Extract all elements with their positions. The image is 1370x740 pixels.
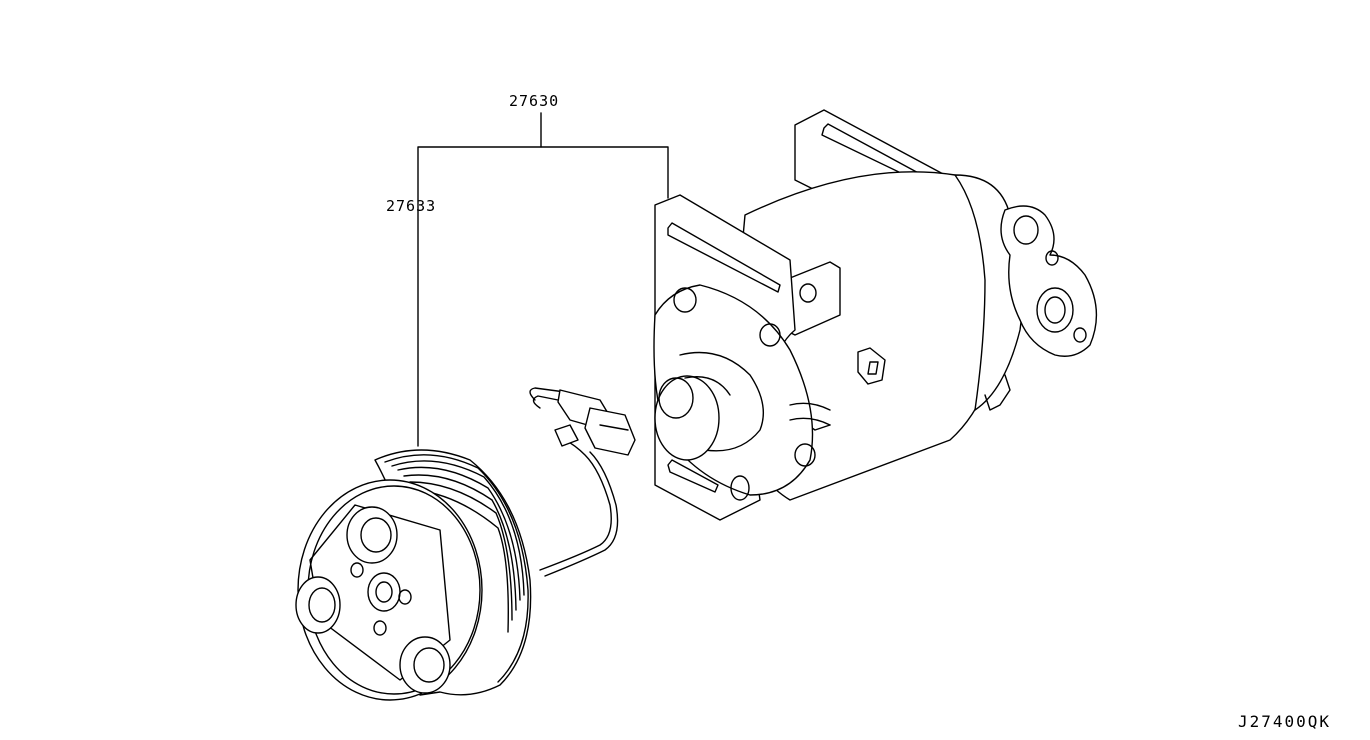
flange-rib-1 bbox=[790, 403, 830, 410]
center-hub-bore bbox=[376, 582, 392, 602]
harness-wire-inner bbox=[545, 452, 618, 576]
port-bolt-hole-2 bbox=[1074, 328, 1086, 342]
leader-bracket bbox=[418, 147, 668, 446]
pulley-groove-3 bbox=[398, 467, 520, 600]
front-bolt-bottom bbox=[731, 476, 749, 500]
relief-valve bbox=[985, 375, 1010, 410]
damper-left bbox=[296, 577, 340, 633]
front-bolt-right bbox=[760, 324, 780, 346]
part-number-clutch: 27633 bbox=[386, 197, 437, 215]
pulley-groove-5 bbox=[410, 482, 512, 620]
part-number-assembly: 27630 bbox=[509, 92, 560, 110]
port-fitting-lower-inner bbox=[1045, 297, 1065, 323]
wire-clip bbox=[555, 425, 578, 446]
shaft-nose-edge bbox=[685, 377, 730, 395]
compressor-assembly bbox=[654, 110, 1096, 520]
connector-lead-1 bbox=[530, 388, 565, 400]
shaft-end bbox=[659, 378, 693, 418]
flange-rib-2 bbox=[790, 418, 830, 425]
port-fitting-lower bbox=[1037, 288, 1073, 332]
magnetic-clutch bbox=[296, 450, 531, 700]
port-bolt-hole-1 bbox=[1046, 251, 1058, 265]
damper-lower-inner bbox=[414, 648, 444, 682]
damper-upper-inner bbox=[361, 518, 391, 552]
rivet-1 bbox=[351, 563, 363, 577]
rivet-2 bbox=[399, 590, 411, 604]
center-hub bbox=[368, 573, 400, 611]
pulley-groove-1 bbox=[385, 455, 528, 682]
harness-wire-outer bbox=[540, 440, 611, 570]
connector-plug bbox=[585, 408, 635, 455]
pulley-groove-4 bbox=[404, 475, 516, 610]
pulley-groove-2 bbox=[392, 461, 524, 595]
body-boss-inner bbox=[868, 362, 878, 374]
damper-lower bbox=[400, 637, 450, 693]
front-plate-slot-lower bbox=[668, 460, 718, 492]
front-plate-slot bbox=[668, 223, 780, 292]
front-bolt-lower bbox=[795, 444, 815, 466]
port-fitting-upper bbox=[1014, 216, 1038, 244]
clutch-connector-harness bbox=[530, 388, 635, 576]
middle-ear-hole bbox=[800, 284, 816, 302]
damper-left-inner bbox=[309, 588, 335, 622]
hub-spider bbox=[310, 505, 450, 680]
body-boss bbox=[858, 348, 885, 384]
damper-upper bbox=[347, 507, 397, 563]
leader-lines bbox=[418, 113, 668, 446]
shaft-nose bbox=[655, 376, 719, 460]
connector-lead-2 bbox=[533, 396, 568, 408]
rivet-3 bbox=[374, 621, 386, 635]
connector-latch bbox=[600, 425, 628, 430]
drawing-code: J27400QK bbox=[1238, 712, 1332, 731]
front-bolt-upper bbox=[674, 288, 696, 312]
pulley-groove-6 bbox=[416, 490, 508, 632]
